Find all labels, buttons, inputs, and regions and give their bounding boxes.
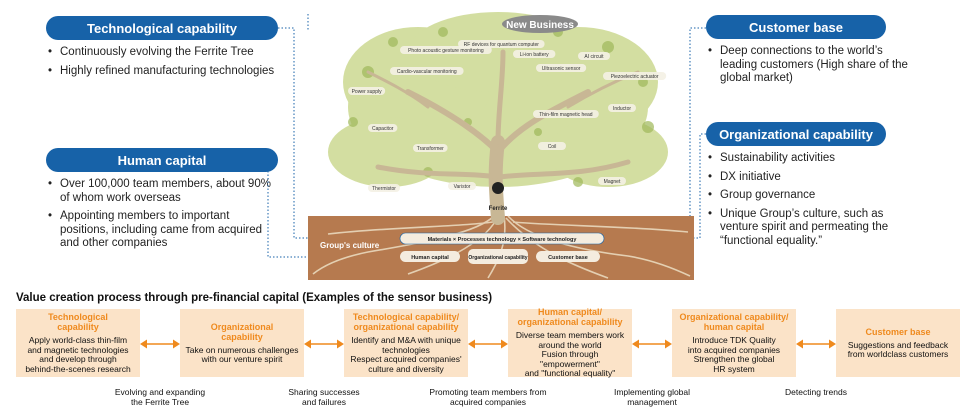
arrow-caption: Promoting team members from acquired com… [429, 387, 547, 407]
human-capital-header: Human capital [46, 148, 278, 172]
product-label: Ultrasonic sensor [542, 66, 581, 72]
product-label-chip [368, 184, 400, 192]
process-box-human-org: Human capital/ organizational capability… [508, 307, 632, 379]
ferrite-core-icon [492, 182, 504, 194]
product-label-chip [608, 104, 636, 112]
product-label: Transformer [417, 146, 444, 152]
process-box-org-human: Organizational capability/ human capital… [672, 309, 796, 377]
product-label: Magnet [604, 179, 621, 185]
bullet-item: Sustainability activities [708, 152, 918, 166]
bullet-item: Highly refined manufacturing technologie… [48, 65, 278, 79]
process-box-title: Technological capability [48, 312, 108, 332]
product-label-chip [513, 50, 556, 58]
bullet-item: Deep connections to the world’s leading … [708, 45, 918, 86]
product-label: Power supply [352, 89, 383, 95]
ferrite-tree-illustration: New Business RF devices for quantum comp… [308, 12, 694, 280]
product-label: Cardio-vascular monitoring [397, 69, 457, 75]
product-label: Li-ion battery [520, 52, 549, 58]
double-arrow-icon [140, 339, 180, 349]
customer-base-tag: Customer base [548, 255, 588, 261]
process-box-title: Organizational capability [210, 321, 274, 342]
organizational-capability-list: Sustainability activities DX initiative … [708, 152, 918, 253]
process-box-tech-org: Technological capability/ organizational… [344, 309, 468, 377]
soil-layer [308, 216, 694, 280]
double-arrow-icon [468, 339, 508, 349]
process-box-title: Organizational capability/ human capital [679, 312, 789, 332]
product-label-chip [603, 72, 667, 80]
process-section-title: Value creation process through pre-finan… [16, 292, 493, 304]
organizational-capability-header: Organizational capability [706, 122, 886, 146]
product-label: Thermistor [372, 186, 396, 192]
product-label-chip [400, 46, 492, 54]
product-label-chip [578, 52, 610, 60]
process-box-description: Apply world-class thin-film and magnetic… [25, 335, 131, 374]
new-business-bubble: New Business [502, 15, 578, 33]
process-box-description: Introduce TDK Quality into acquired comp… [687, 335, 781, 374]
process-box-title: Human capital/ organizational capability [517, 307, 623, 328]
product-label: Piezoelectric actuator [611, 74, 659, 80]
product-label: Inductor [613, 106, 631, 112]
bullet-item: Appointing members to important position… [48, 210, 280, 251]
product-label-chip [536, 64, 587, 72]
double-arrow-icon [796, 339, 836, 349]
product-label-chip [348, 87, 386, 95]
human-capital-list: Over 100,000 team members, about 90% of … [48, 178, 280, 256]
organizational-capability-tag: Organizational capability [468, 255, 527, 261]
ferrite-label: Ferrite [489, 206, 508, 212]
trunk [366, 49, 640, 225]
product-label-chip [413, 144, 448, 152]
bullet-item: DX initiative [708, 171, 918, 185]
product-label-chip [390, 67, 464, 75]
customer-base-header: Customer base [706, 15, 886, 39]
process-box-description: Take on numerous challenges with our ven… [185, 344, 299, 364]
groups-culture-label: Group's culture [320, 241, 380, 250]
product-label: Photo acoustic gesture monitoring [408, 48, 484, 54]
new-business-label: New Business [506, 20, 574, 31]
human-capital-tag: Human capital [411, 255, 449, 261]
product-label: Coil [548, 144, 557, 150]
arrow-caption: Sharing successes and failures [288, 387, 360, 407]
process-box-description: Diverse team members work around the wor… [515, 330, 625, 379]
technological-capability-list: Continuously evolving the Ferrite Tree H… [48, 46, 278, 83]
product-label: Varistor [454, 184, 471, 190]
technological-capability-header: Technological capability [46, 16, 278, 40]
double-arrow-icon [304, 339, 344, 349]
product-label: AI circuit [584, 54, 604, 60]
arrow-caption: Detecting trends [785, 387, 847, 397]
arrow-caption: Implementing global management [613, 387, 691, 407]
process-box-customer: Customer base Suggestions and feedback f… [836, 309, 960, 377]
product-label: Thin-film magnetic head [539, 112, 593, 118]
double-arrow-icon [632, 339, 672, 349]
bullet-item: Unique Group’s culture, such as venture … [708, 208, 918, 249]
process-box-title: Technological capability/ organizational… [352, 312, 460, 332]
product-label-chip [368, 124, 398, 132]
process-box-technological: Technological capability Apply world-cla… [16, 309, 140, 377]
customer-base-list: Deep connections to the world’s leading … [708, 45, 918, 91]
bullet-item: Over 100,000 team members, about 90% of … [48, 178, 280, 205]
product-label-chip [598, 177, 626, 185]
product-label-chip [538, 142, 566, 150]
bullet-item: Continuously evolving the Ferrite Tree [48, 46, 278, 60]
arrow-caption: Evolving and expanding the Ferrite Tree [114, 387, 206, 407]
process-box-description: Suggestions and feedback from worldclass… [847, 339, 949, 359]
materials-bar-label: Materials × Processes technology × Softw… [428, 237, 578, 243]
process-box-title: Customer base [865, 326, 931, 337]
process-box-organizational: Organizational capability Take on numero… [180, 309, 304, 377]
product-label-chip [533, 110, 599, 118]
product-label-chip [448, 182, 476, 190]
product-label: RF devices for quantum computer [464, 42, 540, 48]
product-label: Capacitor [372, 126, 394, 132]
process-box-description: Identify and M&A with unique technologie… [350, 335, 462, 374]
bullet-item: Group governance [708, 189, 918, 203]
